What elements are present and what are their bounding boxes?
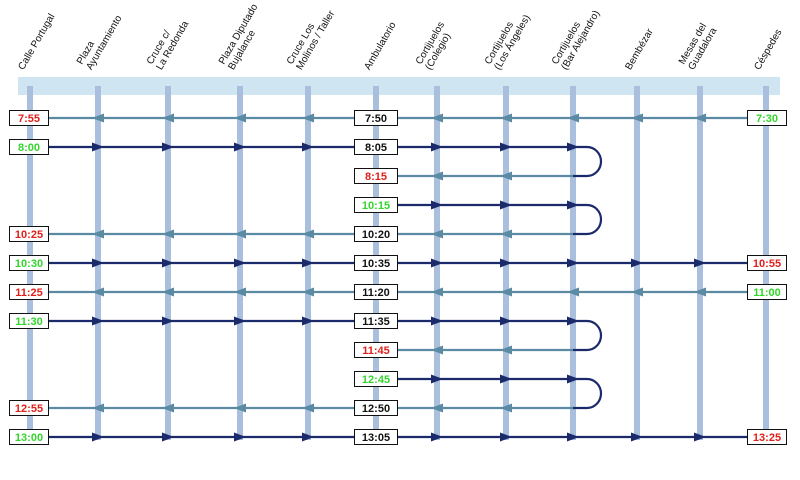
time-departure: 13:00 (9, 429, 49, 445)
trip-arrow (431, 287, 443, 297)
time-arrival: 8:15 (354, 168, 398, 184)
time-departure: 8:00 (9, 139, 49, 155)
trip-arrow (694, 113, 706, 123)
trip-arrow (431, 316, 443, 326)
time-departure: 12:45 (354, 371, 398, 387)
trip-arrow (302, 287, 314, 297)
trip-arrow (162, 287, 174, 297)
trip-arrow (694, 287, 706, 297)
trip-arrow (234, 316, 246, 326)
time-intermediate: 10:35 (354, 255, 398, 271)
trip-arrow (631, 287, 643, 297)
trip-arrow (234, 142, 246, 152)
trip-arrow (500, 403, 512, 413)
trip-arrow (234, 113, 246, 123)
trip-arrow (431, 374, 443, 384)
trip-arrow (500, 345, 512, 355)
time-departure: 10:15 (354, 197, 398, 213)
trip-arrow (500, 200, 512, 210)
trip-arrow (162, 403, 174, 413)
time-departure: 11:00 (747, 284, 787, 300)
trip-arrow (162, 316, 174, 326)
trip-arrow (631, 258, 643, 268)
time-intermediate: 12:50 (354, 400, 398, 416)
trip-arrow (431, 345, 443, 355)
trip-arrow (567, 113, 579, 123)
time-intermediate: 10:20 (354, 226, 398, 242)
trip-arrow (431, 171, 443, 181)
trip-arrow (431, 200, 443, 210)
trip-arrow (694, 258, 706, 268)
trip-arrow (302, 432, 314, 442)
trip-arrow (500, 316, 512, 326)
time-departure: 10:30 (9, 255, 49, 271)
trip-arrow (431, 229, 443, 239)
turnaround-loop (573, 145, 603, 178)
trip-arrow (162, 142, 174, 152)
trip-arrow (631, 113, 643, 123)
time-arrival: 7:55 (9, 110, 49, 126)
trip-arrow (92, 258, 104, 268)
trip-arrow (500, 142, 512, 152)
trip-arrow (431, 142, 443, 152)
turnaround-loop (573, 377, 603, 410)
time-arrival: 13:25 (747, 429, 787, 445)
trip-arrow (431, 258, 443, 268)
trip-arrow (302, 142, 314, 152)
trip-arrow (302, 113, 314, 123)
time-arrival: 10:25 (9, 226, 49, 242)
trip-arrow (234, 403, 246, 413)
trip-arrow (234, 287, 246, 297)
trip-arrow (92, 316, 104, 326)
trip-arrow (92, 403, 104, 413)
trip-arrow (431, 113, 443, 123)
time-departure: 11:30 (9, 313, 49, 329)
time-arrival: 12:55 (9, 400, 49, 416)
trip-arrow (234, 258, 246, 268)
time-intermediate: 13:05 (354, 429, 398, 445)
time-departure: 7:30 (747, 110, 787, 126)
time-intermediate: 11:35 (354, 313, 398, 329)
trip-arrow (162, 229, 174, 239)
trip-arrow (92, 432, 104, 442)
trip-arrow (162, 432, 174, 442)
trip-arrow (431, 403, 443, 413)
trip-arrow (567, 258, 579, 268)
turnaround-loop (573, 203, 603, 236)
trip-arrow (162, 113, 174, 123)
trip-arrow (234, 432, 246, 442)
trip-arrow (500, 374, 512, 384)
time-intermediate: 11:20 (354, 284, 398, 300)
header-band (18, 77, 780, 95)
trip-arrow (302, 316, 314, 326)
trip-arrow (500, 287, 512, 297)
trip-arrow (500, 229, 512, 239)
turnaround-loop (573, 319, 603, 352)
time-arrival: 11:25 (9, 284, 49, 300)
time-intermediate: 7:50 (354, 110, 398, 126)
trip-arrow (567, 287, 579, 297)
trip-arrow (92, 229, 104, 239)
trip-arrow (162, 258, 174, 268)
trip-arrow (500, 171, 512, 181)
trip-arrow (431, 432, 443, 442)
trip-arrow (567, 432, 579, 442)
time-intermediate: 8:05 (354, 139, 398, 155)
trip-arrow (234, 229, 246, 239)
trip-arrow (631, 432, 643, 442)
trip-arrow (500, 432, 512, 442)
trip-arrow (92, 287, 104, 297)
time-arrival: 11:45 (354, 342, 398, 358)
time-arrival: 10:55 (747, 255, 787, 271)
trip-arrow (302, 229, 314, 239)
trip-arrow (694, 432, 706, 442)
trip-arrow (92, 113, 104, 123)
trip-arrow (92, 142, 104, 152)
trip-arrow (302, 403, 314, 413)
trip-arrow (500, 258, 512, 268)
trip-arrow (302, 258, 314, 268)
trip-arrow (500, 113, 512, 123)
